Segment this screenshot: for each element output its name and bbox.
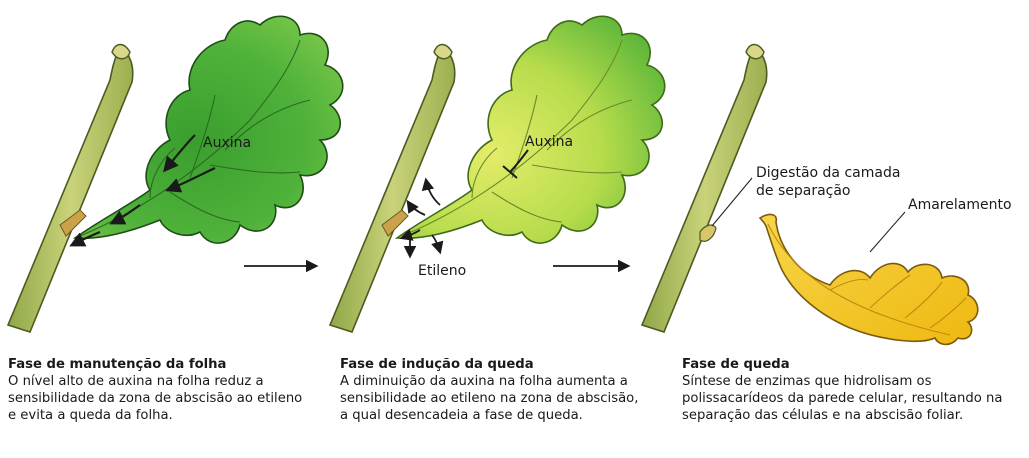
caption-2-title: Fase de indução da queda [340,356,640,373]
separation-layer-label-line-2: de separação [756,183,851,199]
separation-layer-label-line-1: Digestão da camada [756,165,900,181]
caption-1-title: Fase de manutenção da folha [8,356,308,373]
caption-maintenance-phase: Fase de manutenção da folha O nível alto… [8,356,308,424]
panel-2-stem [330,45,455,333]
auxin-label-2: Auxina [525,134,573,150]
panel-3-fallen-leaf [760,215,978,345]
caption-2-text: A diminuição da auxina na folha aumenta … [340,373,640,424]
caption-3-text: Síntese de enzimas que hidrolisam os pol… [682,373,1012,424]
auxin-label-1: Auxina [203,135,251,151]
caption-abscission-phase: Fase de queda Síntese de enzimas que hid… [682,356,1012,424]
yellowing-pointer [870,212,905,252]
caption-1-text: O nível alto de auxina na folha reduz a … [8,373,308,424]
ethylene-label: Etileno [418,263,466,279]
yellowing-label: Amarelamento [908,197,1012,213]
separation-layer-label: Digestão da camada de separação [756,165,905,199]
caption-3-title: Fase de queda [682,356,1012,373]
panel-1-stem [8,45,133,333]
caption-induction-phase: Fase de indução da queda A diminuição da… [340,356,640,424]
